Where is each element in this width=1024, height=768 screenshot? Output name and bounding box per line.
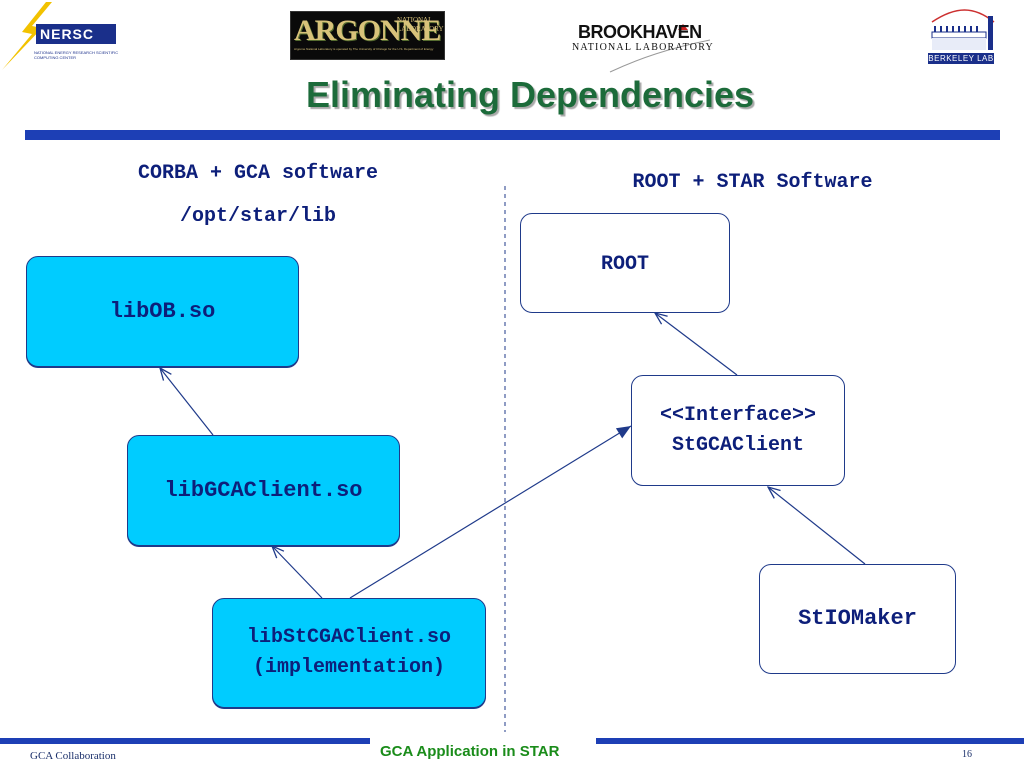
node-root-label: ROOT: [600, 253, 649, 276]
left-heading-software: CORBA + GCA software: [137, 162, 379, 185]
left-heading-path: /opt/star/lib: [179, 205, 337, 228]
right-heading-software: ROOT + STAR Software: [632, 171, 873, 194]
node-libgcaclient: libGCAClient.so: [127, 435, 400, 546]
arrow-interface-to-root: [655, 313, 738, 376]
berkeley-building-icon: [931, 9, 995, 50]
footer-presentation-title: GCA Application in STAR: [380, 743, 560, 760]
node-root: ROOT: [520, 213, 730, 313]
argonne-wordmark: ARGONNE: [294, 14, 441, 47]
node-libob-label: libOB.so: [109, 298, 216, 324]
argonne-tagline: Argonne National Laboratory is operated …: [294, 47, 434, 51]
nersc-wordmark: NERSC: [36, 24, 116, 44]
argonne-side-text: NATIONAL LABORATORY: [397, 16, 444, 33]
brookhaven-logo: BROOKHAVEN NATIONAL LABORATORY: [570, 18, 736, 74]
berkeley-lab-logo: BERKELEY LAB: [926, 4, 998, 68]
nersc-logo: NERSC NATIONAL ENERGY RESEARCH SCIENTIFI…: [2, 2, 122, 70]
nersc-subtitle: NATIONAL ENERGY RESEARCH SCIENTIFIC COMP…: [34, 50, 119, 60]
arrow-stcga-to-interface: [349, 425, 632, 599]
footer-bar-left: [0, 738, 370, 744]
slide-number: 16: [962, 749, 972, 760]
node-stgcaclient-interface: <<Interface>> StGCAClient: [631, 375, 845, 486]
node-interface-stereotype: <<Interface>>: [659, 403, 817, 427]
brookhaven-subtitle: NATIONAL LABORATORY: [572, 42, 714, 53]
arrow-gcaclient-to-ob: [160, 368, 214, 436]
node-libstcgaclient: libStCGAClient.so (implementation): [212, 598, 486, 708]
node-libstcgaclient-role: (implementation): [252, 656, 446, 679]
node-stiomaker: StIOMaker: [759, 564, 956, 674]
node-libstcgaclient-name: libStCGAClient.so: [246, 626, 452, 649]
argonne-logo: ARGONNE NATIONAL LABORATORY Argonne Nati…: [290, 11, 445, 60]
node-interface-name: StGCAClient: [671, 433, 805, 457]
brookhaven-swoosh-icon: [609, 24, 711, 73]
slide-title: Eliminating Dependencies: [305, 74, 755, 115]
footer-bar-right: [596, 738, 1024, 744]
node-stiomaker-label: StIOMaker: [798, 606, 917, 631]
arrow-stcga-to-gcaclient: [272, 546, 323, 599]
node-libgcaclient-label: libGCAClient.so: [164, 477, 363, 503]
node-libob: libOB.so: [26, 256, 299, 367]
brookhaven-wordmark: BROOKHAVEN: [578, 22, 702, 42]
arrow-stiomaker-to-interface: [768, 487, 866, 565]
title-divider: [25, 130, 1000, 140]
footer-collaboration: GCA Collaboration: [30, 750, 116, 762]
berkeley-lab-caption: BERKELEY LAB: [928, 53, 994, 64]
